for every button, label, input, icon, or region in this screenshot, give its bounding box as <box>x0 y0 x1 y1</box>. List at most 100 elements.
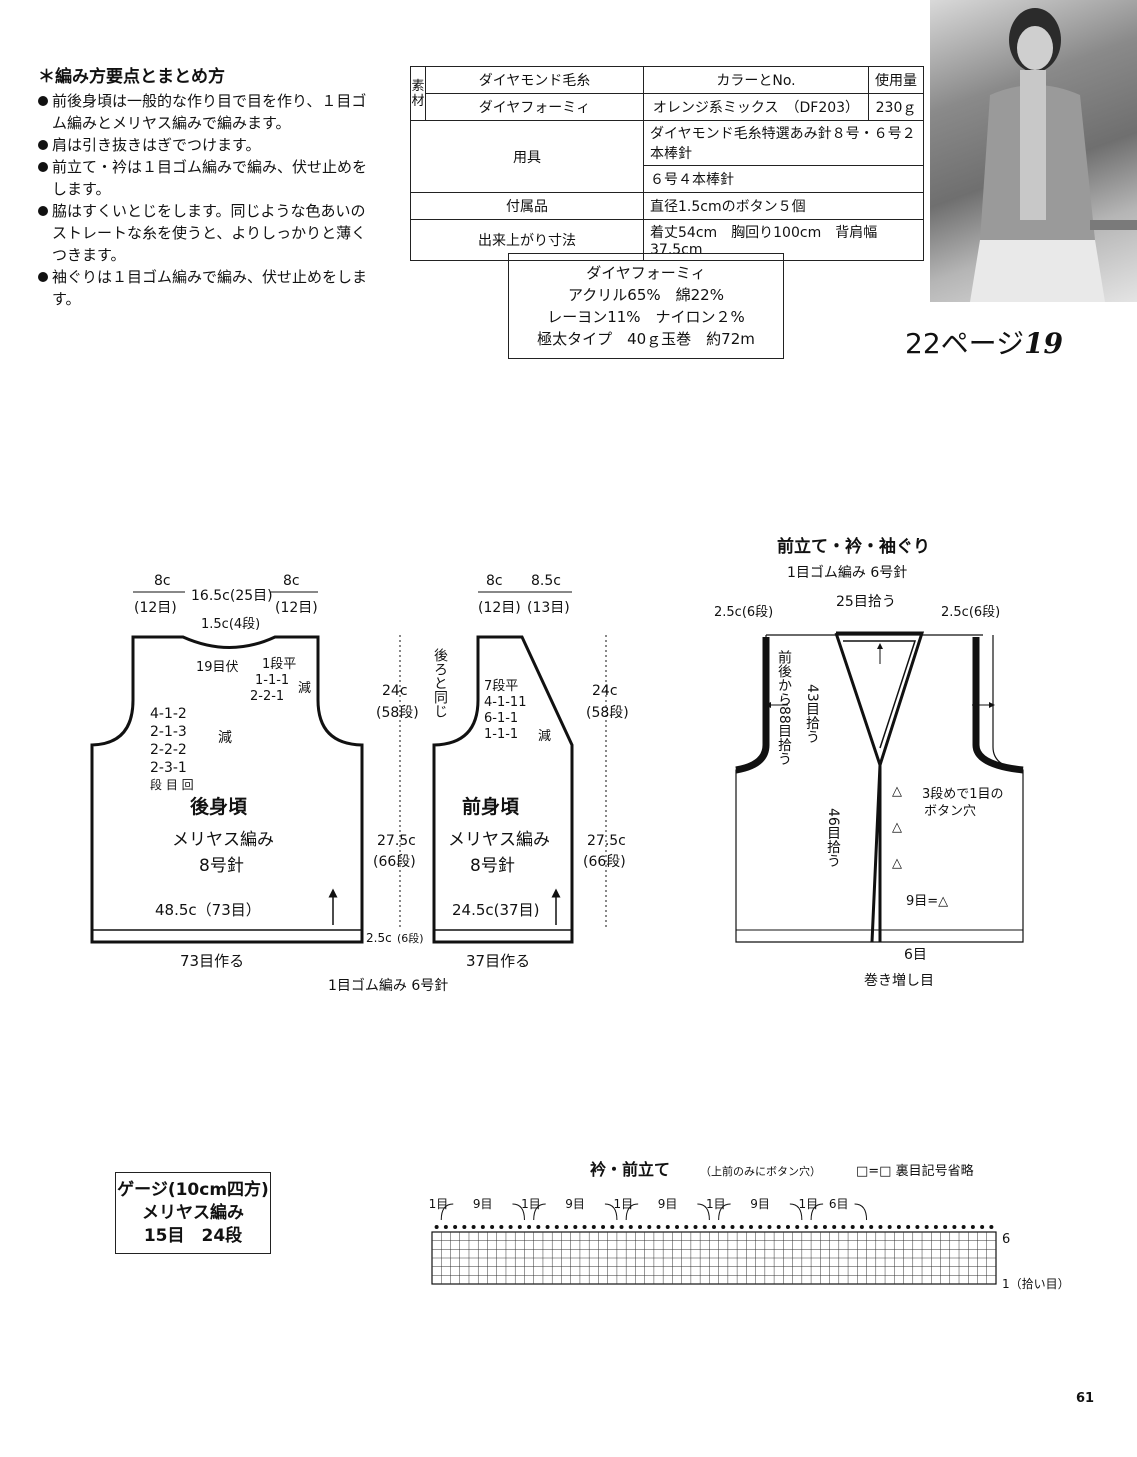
bullet-icon <box>38 96 48 106</box>
rib-height-rows: (6段) <box>397 931 424 945</box>
instructions-title: ＊編み方要点とまとめ方 <box>38 67 225 87</box>
chart-span-brace <box>533 1203 618 1221</box>
bind-off-dot <box>850 1225 855 1229</box>
bind-off-dot <box>887 1225 892 1229</box>
bind-off-dot <box>869 1225 874 1229</box>
tools-line1: ダイヤモンド毛糸特選あみ針８号・６号２本棒針 <box>643 120 924 166</box>
header-amount: 使用量 <box>868 66 924 94</box>
upper-height: 24c <box>382 683 408 699</box>
front-body-stitch: メリヤス編み <box>448 830 550 850</box>
band-title: 前立て・衿・袖ぐり <box>777 536 930 557</box>
bind-off-dot <box>545 1225 550 1229</box>
upper-height-rows: (58段) <box>586 705 629 721</box>
buttonhole-interval: 9目=△ <box>906 894 948 909</box>
chart-grid <box>431 1225 997 1285</box>
materials-side-label: 素材 <box>410 66 426 121</box>
bind-off-dot <box>434 1225 439 1229</box>
chart-span-label: 9目 <box>658 1197 678 1211</box>
bind-off-dot <box>564 1225 569 1229</box>
tools-label: 用具 <box>410 120 644 193</box>
back-width-3-sub: (12目) <box>275 600 318 616</box>
bind-off-dot <box>647 1225 652 1229</box>
bind-off-dot <box>462 1225 467 1229</box>
back-width-2: 16.5c(25目) <box>191 588 273 604</box>
yarn-info-line: アクリル65% 綿22% <box>568 286 724 304</box>
chart-span-label: 1目 <box>798 1197 818 1211</box>
chart-span-brace <box>625 1203 710 1221</box>
bind-off-dot <box>961 1225 966 1229</box>
chart-span-brace <box>810 1203 868 1221</box>
bind-off-dot <box>712 1225 716 1229</box>
front-body-needle: 8号針 <box>470 856 515 876</box>
bind-off-dot <box>970 1225 975 1229</box>
bind-off-dot <box>628 1225 633 1229</box>
header-color: カラーとNo. <box>643 66 869 94</box>
bullet-icon <box>38 162 48 172</box>
gauge-stitch: メリヤス編み <box>142 1203 244 1223</box>
lower-height-rows: (66段) <box>583 854 626 870</box>
back-body-title: 後身頃 <box>190 795 248 818</box>
instruction-item: 肩は引き抜きはぎでつけます。 <box>38 134 378 156</box>
bind-off-dot <box>730 1225 735 1229</box>
front-dec-label: 減 <box>538 728 551 744</box>
bind-off-dot <box>748 1225 753 1229</box>
chart-span-label: 1目 <box>429 1197 449 1211</box>
lower-height: 27.5c <box>587 833 626 849</box>
buttonhole-triangle: △ <box>892 820 902 835</box>
chart-span-brace <box>718 1203 803 1221</box>
front-width-1-sub: (12目) <box>478 600 521 616</box>
back-body-stitch: メリヤス編み <box>172 830 274 850</box>
bind-off-dot <box>702 1225 707 1229</box>
bind-off-dot <box>480 1225 485 1229</box>
rib-stitch-note: 1目ゴム編み 6号針 <box>328 977 448 994</box>
page-reference-text: 22ページ <box>905 327 1025 360</box>
yarn-info-name: ダイヤフォーミィ <box>586 264 706 282</box>
bind-off-dot <box>822 1225 827 1229</box>
page-reference-number: 19 <box>1024 327 1064 360</box>
bind-off-dot <box>693 1225 698 1229</box>
yarn-info-line: 極太タイプ 40ｇ玉巻 約72m <box>537 330 755 348</box>
front-cast-on: 37目作る <box>466 952 530 970</box>
buttonhole-triangle: △ <box>892 856 902 871</box>
front-body-title: 前身頃 <box>462 795 520 818</box>
size-label: 出来上がり寸法 <box>410 219 644 261</box>
bind-off-dot <box>591 1225 596 1229</box>
bind-off-dot <box>721 1225 726 1229</box>
back-arm-dec: 2-1-3 <box>150 724 187 740</box>
bind-off-dot <box>638 1225 643 1229</box>
bind-off-dot <box>952 1225 957 1229</box>
lower-height: 27.5c <box>377 833 416 849</box>
back-width-1: 8c <box>154 573 171 589</box>
chart-span-label: 9目 <box>473 1197 493 1211</box>
chart-span-label: 1目 <box>614 1197 634 1211</box>
bind-off-dot <box>619 1225 624 1229</box>
bind-off-dot <box>517 1225 522 1229</box>
back-body-diagram: 8c (12目) 16.5c(25目) 8c (12目) 1.5c(4段) 19… <box>90 573 364 970</box>
bind-off-dot <box>980 1225 985 1229</box>
upper-height: 24c <box>592 683 618 699</box>
instruction-item: 前後身頃は一般的な作り目で目を作り、１目ゴム編みとメリヤス編みで編みます。 <box>38 90 378 134</box>
chart-row-top: 6 <box>1002 1232 1010 1247</box>
instruction-item: 袖ぐりは１目ゴム編みで編み、伏せ止めをします。 <box>38 266 378 310</box>
bind-off-dot <box>684 1225 689 1229</box>
band-back-neck: 25目拾う <box>836 594 896 610</box>
chart-span-label: 6目 <box>829 1197 849 1211</box>
chart-row-bottom: 1（拾い目） <box>1002 1276 1070 1291</box>
back-arm-dec: 2-3-1 <box>150 760 187 776</box>
chart-note: （上前のみにボタン穴） <box>700 1164 821 1178</box>
chart-legend: □=□ 裏目記号省略 <box>856 1163 974 1179</box>
bind-off-dot <box>573 1225 578 1229</box>
bind-off-dot <box>878 1225 883 1229</box>
gauge-title: ゲージ(10cm四方) <box>117 1180 269 1200</box>
band-armhole-pickup: 前後から88目拾う <box>776 649 792 766</box>
back-width-3: 8c <box>283 573 300 589</box>
chart-span-label: 9目 <box>750 1197 770 1211</box>
bind-off-dot <box>582 1225 587 1229</box>
back-cast-on: 73目作る <box>180 952 244 970</box>
bind-off-dot <box>554 1225 559 1229</box>
bind-off-dot <box>490 1225 495 1229</box>
bind-off-dot <box>813 1225 818 1229</box>
bind-off-dot <box>601 1225 606 1229</box>
